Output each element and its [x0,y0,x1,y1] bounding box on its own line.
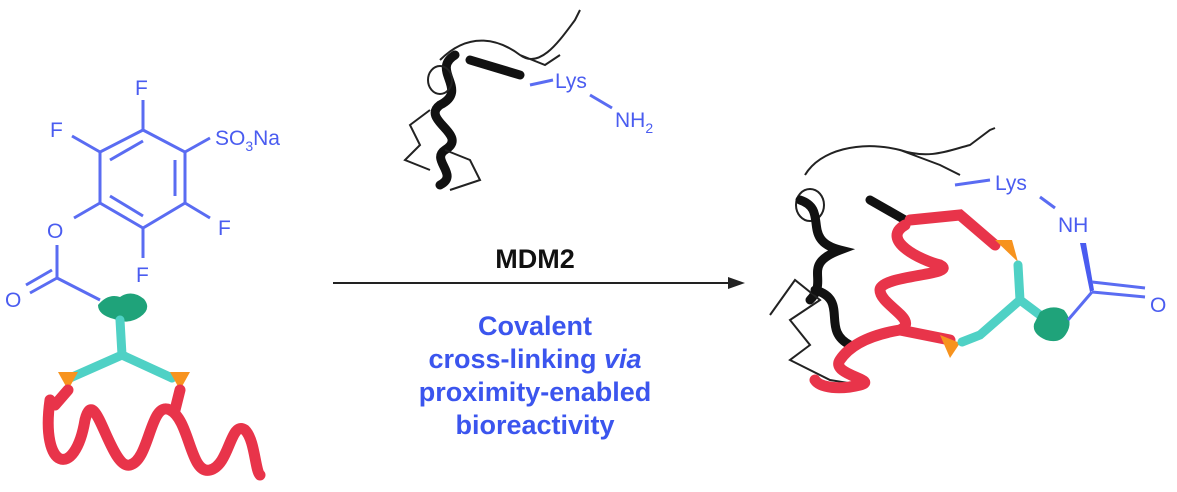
stapled-peptide [42,293,266,481]
aryl-ester-reagent: F F F F SO3Na O O [5,77,280,312]
linker-triangle-bottom [940,335,960,358]
peptide-helix [42,394,266,481]
ester-oxygen: O [47,220,63,243]
caption-line-4: bioreactivity [455,410,614,440]
fluorine-top: F [135,77,148,100]
bound-peptide-helix [809,209,1001,394]
fluorine-left: F [50,119,63,142]
linker-cyan-product [957,260,1045,347]
amide-wedge-bond [1080,243,1094,292]
mdm2-helix [430,50,460,190]
carbonyl-oxygen: O [5,289,21,312]
reagent-label: MDM2 [495,244,575,274]
lysine-label: Lys [555,70,587,93]
caption-line-3: proximity-enabled [419,377,652,407]
warhead-blob-product [1033,307,1070,342]
caption-line-1: Covalent [478,311,592,341]
amide-oxygen-label: O [1150,294,1166,317]
linker-cyan [65,315,177,383]
benzene-ring [98,128,187,230]
product-lysine-label: Lys [995,172,1027,195]
fluorine-right: F [218,217,231,240]
linker-triangle-top [995,240,1018,262]
reaction-arrow: MDM2 Covalent cross-linking via proximit… [333,244,745,440]
arrowhead-icon [728,277,745,289]
linker-triangle-left [58,372,78,390]
covalent-complex: Lys NH O [769,127,1166,394]
warhead-blob [98,293,148,322]
sulfonate-group: SO3Na [215,127,280,154]
caption-line-2: cross-linking via [428,344,641,374]
amine-label: NH2 [615,109,653,136]
fluorine-bottom: F [136,264,149,287]
linker-triangle-right [170,372,190,390]
amide-nitrogen-label: NH [1058,214,1088,237]
mdm2-protein: Lys NH2 [403,9,653,191]
